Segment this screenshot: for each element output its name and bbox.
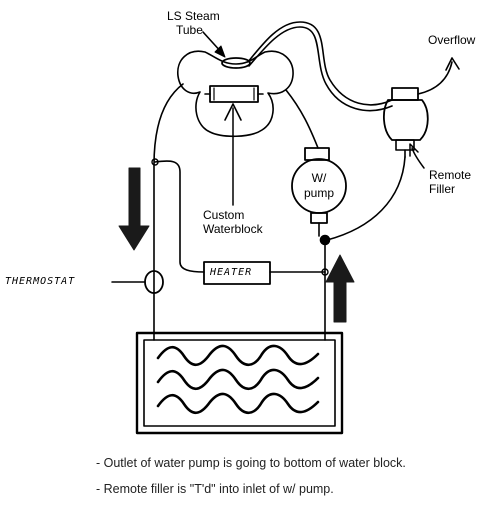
remote-filler-pointer — [411, 147, 425, 169]
pump-top-connector — [304, 147, 330, 161]
remote-filler-label-line2: Filler — [429, 182, 455, 196]
pump-label-line1: W/ — [311, 171, 327, 185]
steam-tube-cap — [221, 57, 251, 69]
note-remote-filler: - Remote filler is "T'd" into inlet of w… — [96, 482, 334, 496]
flow-arrow-up — [325, 254, 355, 323]
top-hose — [247, 21, 393, 106]
remote-filler-body — [383, 99, 429, 141]
waterblock-label-line2: Waterblock — [203, 222, 263, 236]
overflow-hose — [417, 61, 453, 95]
left-hose — [153, 83, 184, 341]
heater-label: HEATER — [210, 267, 253, 278]
waterblock-label-line1: Custom — [203, 208, 245, 222]
wave-2 — [156, 368, 320, 391]
steam-tube-label-line1: LS Steam — [167, 9, 220, 23]
overflow-label: Overflow — [428, 33, 476, 47]
heater — [203, 261, 271, 285]
custom-waterblock — [209, 85, 259, 103]
remote-filler-cap — [391, 87, 419, 101]
note-pump-outlet: - Outlet of water pump is going to botto… — [96, 456, 406, 470]
steam-tube-body — [177, 50, 294, 138]
steam-tube-label-line2: Tube — [176, 23, 203, 37]
flow-arrow-down — [118, 167, 150, 251]
reservoir-outer — [135, 331, 344, 435]
reservoir-inner — [143, 339, 336, 427]
thermostat-label: THERMOSTAT — [5, 276, 76, 287]
wave-1 — [156, 344, 320, 367]
remote-filler-label-line1: Remote — [429, 168, 472, 182]
filler-to-pump-hose — [326, 156, 406, 241]
thermostat-wire — [154, 160, 205, 273]
pump-label-line2: pump — [303, 186, 335, 200]
pump-bottom-connector — [310, 212, 328, 224]
right-hose — [285, 89, 319, 149]
wave-3 — [156, 392, 320, 415]
